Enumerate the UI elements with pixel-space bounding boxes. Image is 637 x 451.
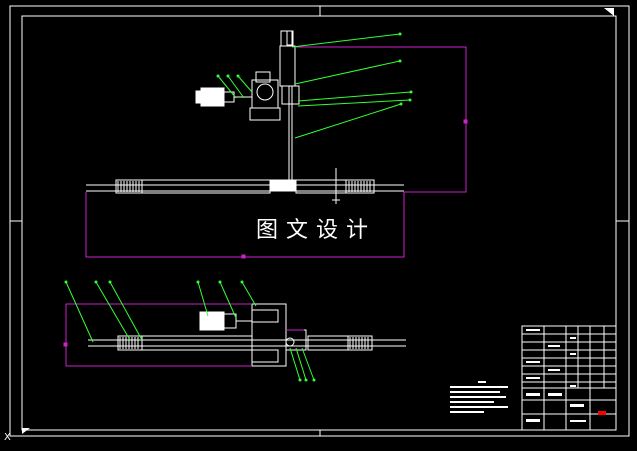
leader-lines-bottom [65,281,315,381]
leader-dots-bottom [64,280,316,382]
technical-notes [450,381,508,413]
dimension-lines-top [85,46,468,259]
title-block[interactable] [521,325,617,431]
title-block-red-mark [598,411,606,415]
leader-lines-top [217,33,412,139]
dimension-lines-bottom [63,303,304,367]
ucs-icon: X [4,432,11,443]
title-block-text-marks [526,329,586,422]
spring-coil-plan [119,337,369,349]
spring-coil [117,181,371,192]
leader-dots-top [216,32,413,106]
sheet-border [9,5,630,437]
